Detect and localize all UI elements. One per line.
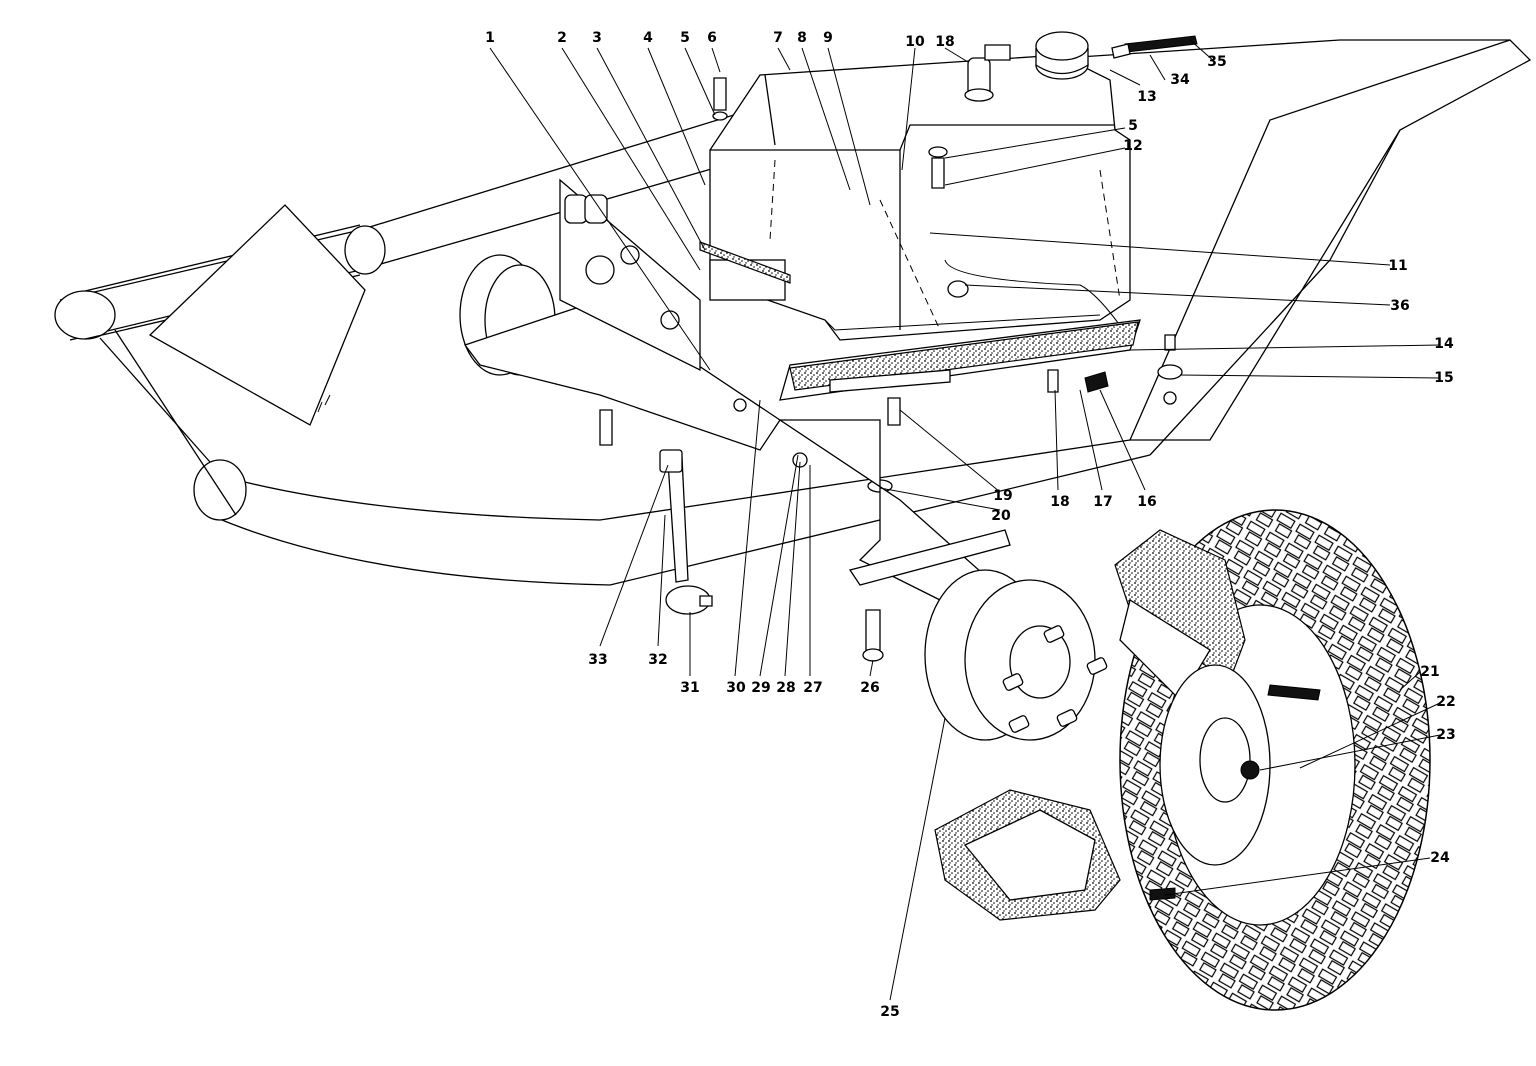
wheel-and-tire (934, 509, 1431, 1011)
callout-33: 33 (588, 652, 608, 668)
callout-27: 27 (803, 680, 823, 696)
rear-axle-drum (777, 419, 1108, 741)
callout-21: 21 (1420, 664, 1440, 680)
fuel-fitting (964, 44, 1011, 102)
callout-20: 20 (991, 508, 1011, 524)
skid-plate (148, 204, 366, 426)
callout-4: 4 (643, 30, 653, 46)
callout-19: 19 (993, 488, 1013, 504)
callout-17: 17 (1093, 494, 1113, 510)
callout-25: 25 (880, 1004, 900, 1020)
callout-10: 10 (905, 34, 925, 50)
callout-5: 5 (680, 30, 690, 46)
tank-support-tray (779, 319, 1141, 401)
callout-31: 31 (680, 680, 700, 696)
callout-6: 6 (707, 30, 717, 46)
callout-15: 15 (1434, 370, 1454, 386)
callout-28: 28 (776, 680, 796, 696)
callout-24: 24 (1430, 850, 1450, 866)
left-wheel-hub-assembly (459, 178, 781, 451)
callout-5-right: 5 (1128, 118, 1138, 134)
callout-18-top: 18 (935, 34, 955, 50)
callout-12: 12 (1123, 138, 1143, 154)
fuel-cap (1035, 31, 1089, 80)
callout-11: 11 (1388, 258, 1408, 274)
callout-16: 16 (1137, 494, 1157, 510)
callout-30: 30 (726, 680, 746, 696)
fuel-tank (699, 31, 1198, 341)
callout-23: 23 (1436, 727, 1456, 743)
callout-18-mid: 18 (1050, 494, 1070, 510)
bumper-tube (54, 224, 386, 521)
callout-22: 22 (1436, 694, 1456, 710)
callout-29: 29 (751, 680, 771, 696)
callout-36: 36 (1390, 298, 1410, 314)
steering-tie-rod (659, 449, 713, 615)
callout-1: 1 (485, 30, 495, 46)
callout-26: 26 (860, 680, 880, 696)
callout-2: 2 (557, 30, 567, 46)
callout-7: 7 (773, 30, 783, 46)
leader-lines (489, 39, 1441, 1001)
callout-14: 14 (1434, 336, 1454, 352)
callout-13: 13 (1137, 89, 1157, 105)
callout-32: 32 (648, 652, 668, 668)
callout-3: 3 (592, 30, 602, 46)
callout-35: 35 (1207, 54, 1227, 70)
callout-9: 9 (823, 30, 833, 46)
vent-hose (1111, 35, 1198, 59)
callout-34: 34 (1170, 72, 1190, 88)
callout-8: 8 (797, 30, 807, 46)
